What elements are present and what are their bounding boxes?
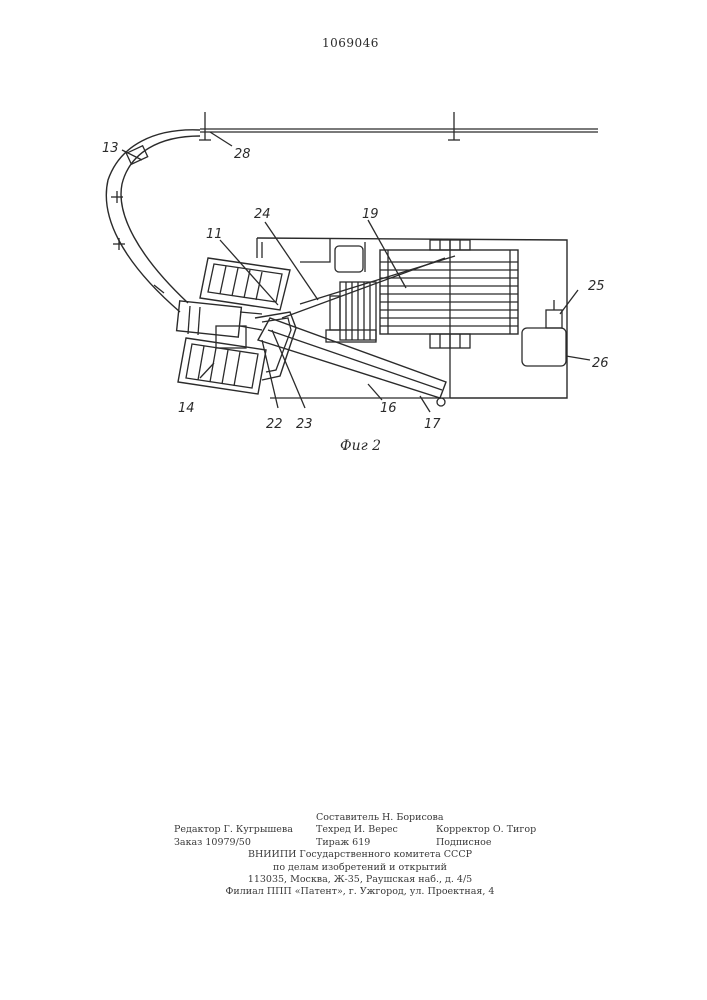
- leader-24: [265, 222, 318, 300]
- chassis-box: [335, 246, 363, 272]
- label-19: 19: [362, 207, 379, 222]
- label-11: 11: [206, 227, 223, 242]
- footer-row-org1: ВНИИПИ Государственного комитета СССР: [170, 849, 550, 861]
- composer: Составитель Н. Борисова: [316, 812, 444, 824]
- footer-row-org2: по делам изобретений и открытий: [170, 862, 550, 874]
- footer-row-staff: Редактор Г. Кугрышева Техред И. Верес Ко…: [170, 824, 550, 836]
- label-23: 23: [296, 417, 313, 432]
- order: Заказ 10979/50: [174, 837, 251, 849]
- address: 113035, Москва, Ж-35, Раушская наб., д. …: [170, 874, 550, 886]
- label-16: 16: [380, 401, 397, 416]
- techred: Техред И. Верес: [316, 824, 398, 836]
- org-line-1: ВНИИПИ Государственного комитета СССР: [170, 849, 550, 861]
- footer-row-address: 113035, Москва, Ж-35, Раушская наб., д. …: [170, 874, 550, 886]
- footer-row-composer: Составитель Н. Борисова: [170, 812, 550, 824]
- footer-row-branch: Филиал ППП «Патент», г. Ужгород, ул. Про…: [170, 886, 550, 898]
- curved-hose-outer: [106, 130, 200, 312]
- imprint-footer: Составитель Н. Борисова Редактор Г. Кугр…: [170, 812, 550, 899]
- label-14: 14: [178, 401, 195, 416]
- label-28: 28: [234, 147, 251, 162]
- org-line-2: по делам изобретений и открытий: [170, 862, 550, 874]
- label-24: 24: [254, 207, 271, 222]
- leader-25: [560, 290, 578, 314]
- post-25: [546, 310, 562, 328]
- label-26: 26: [592, 356, 609, 371]
- curved-hose-inner: [121, 136, 200, 303]
- label-25: 25: [588, 279, 605, 294]
- label-22: 22: [266, 417, 283, 432]
- branch: Филиал ППП «Патент», г. Ужгород, ул. Про…: [170, 886, 550, 898]
- leader-28: [210, 132, 232, 146]
- box-26: [522, 328, 566, 366]
- subscription: Подписное: [436, 837, 492, 849]
- figure-caption: Фиг 2: [340, 438, 381, 454]
- leader-26: [566, 356, 590, 360]
- coupling-block: [177, 301, 242, 337]
- label-17: 17: [424, 417, 441, 432]
- label-13: 13: [102, 141, 119, 156]
- corrector: Корректор О. Тигор: [436, 824, 536, 836]
- circulation: Тираж 619: [316, 837, 370, 849]
- editor: Редактор Г. Кугрышева: [174, 824, 293, 836]
- boom-end-pulley: [437, 398, 445, 406]
- footer-row-order: Заказ 10979/50 Тираж 619 Подписное: [170, 837, 550, 849]
